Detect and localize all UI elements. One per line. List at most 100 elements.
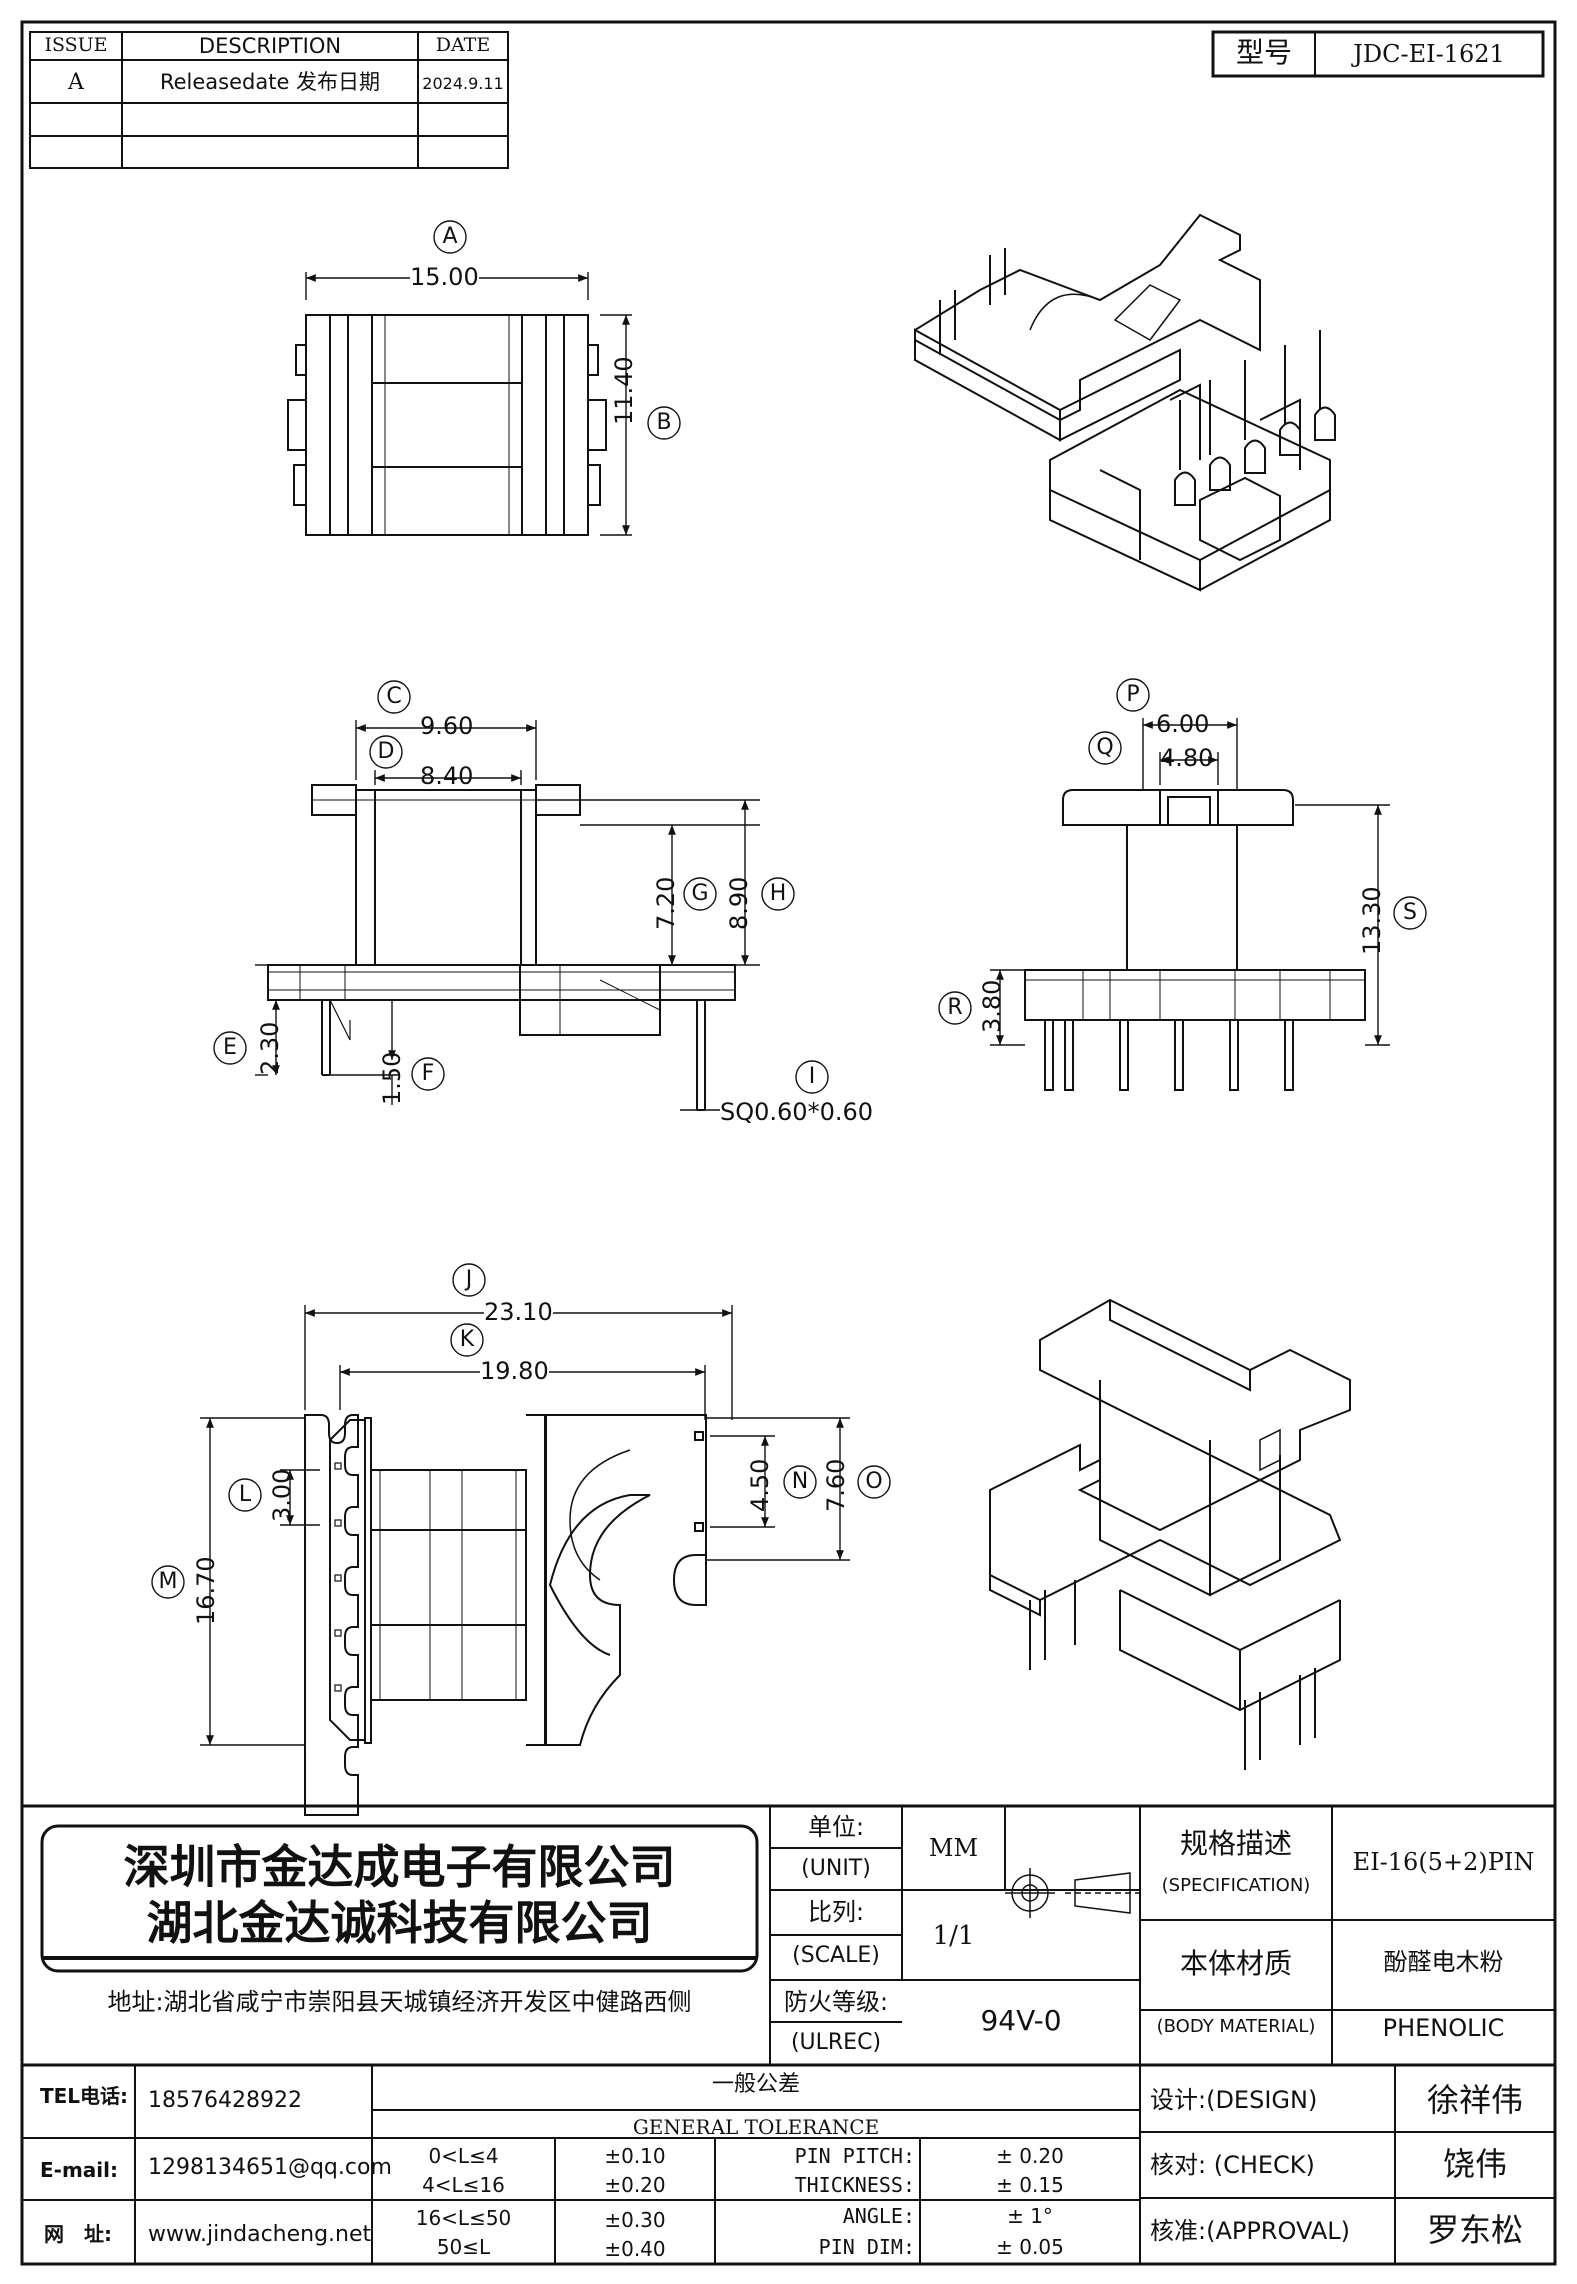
material-label-en: (BODY MATERIAL) — [1156, 2016, 1316, 2037]
scale-value: 1/1 — [932, 1921, 975, 1951]
email-label: E-mail: — [40, 2158, 119, 2182]
tolerance-item-value: ± 1° — [1007, 2204, 1053, 2228]
dim-p-value: 6.00 — [1156, 710, 1210, 738]
dim-o-value: 7.60 — [822, 1458, 850, 1512]
email-value[interactable]: 1298134651@qq.com — [148, 2155, 392, 2180]
dim-m-value: 16.70 — [192, 1556, 220, 1625]
dim-label-i: I — [808, 1064, 816, 1089]
tolerance-item-value: ± 0.20 — [996, 2144, 1064, 2168]
dim-q-value: 4.80 — [1160, 744, 1214, 772]
dim-label-e: E — [223, 1035, 237, 1060]
side-view-dims — [938, 678, 1427, 1046]
model-box-lines — [1211, 30, 1545, 78]
scale-label-cn: 比列: — [807, 1898, 865, 1926]
dim-d-value: 8.40 — [420, 762, 474, 790]
dim-h-value: 8.90 — [725, 876, 753, 930]
dim-label-k: K — [459, 1327, 475, 1352]
bottom-view — [304, 1414, 707, 1816]
dim-label-m: M — [158, 1569, 178, 1594]
dim-label-n: N — [791, 1469, 809, 1494]
side-view — [1024, 789, 1366, 1091]
dim-label-q: Q — [1096, 735, 1114, 760]
spec-label-en: (SPECIFICATION) — [1161, 1875, 1311, 1896]
dim-label-h: H — [769, 881, 787, 906]
dim-label-s: S — [1403, 900, 1417, 925]
tolerance-title-en: GENERAL TOLERANCE — [632, 2115, 880, 2139]
model-label: 型号 — [1235, 36, 1292, 69]
fire-value: 94V-0 — [980, 2004, 1062, 2037]
approval-name: 罗东松 — [1426, 2211, 1523, 2249]
tolerance-title-cn: 一般公差 — [711, 2072, 800, 2097]
dim-label-f: F — [421, 1061, 435, 1086]
tolerance-range: 50≤L — [436, 2235, 491, 2259]
dim-label-a: A — [442, 224, 458, 249]
company-name-1: 深圳市金达成电子有限公司 — [123, 1840, 676, 1894]
tolerance-item-name: THICKNESS: — [794, 2173, 915, 2197]
web-label: 网 址: — [44, 2222, 112, 2246]
projection-symbol — [1005, 1868, 1140, 1918]
company-address: 地址:湖北省咸宁市崇阳县天城镇经济开发区中健路西侧 — [107, 1988, 692, 2016]
spec-value: EI-16(5+2)PIN — [1352, 1848, 1535, 1876]
title-block-lines — [22, 1804, 1555, 2264]
tolerance-value: ±0.20 — [604, 2173, 666, 2197]
dim-n-value: 4.50 — [746, 1458, 774, 1512]
tel-label: TEL电话: — [40, 2084, 129, 2108]
revision-description: Releasedate 发布日期 — [159, 70, 381, 94]
revision-header-date: DATE — [435, 34, 491, 56]
model-value: JDC-EI-1621 — [1353, 40, 1505, 68]
fire-label-en: (ULREC) — [790, 2030, 882, 2055]
tolerance-range: 16<L≤50 — [415, 2206, 512, 2230]
dim-l-value: 3.00 — [268, 1468, 296, 1522]
unit-label-cn: 单位: — [807, 1813, 865, 1841]
design-label: 设计:(DESIGN) — [1150, 2086, 1318, 2114]
web-value[interactable]: www.jindacheng.net — [148, 2222, 372, 2247]
unit-label-en: (UNIT) — [801, 1856, 871, 1881]
dim-g-value: 7.20 — [652, 876, 680, 930]
company-name-2: 湖北金达诚科技有限公司 — [146, 1896, 653, 1950]
tolerance-item-value: ± 0.05 — [996, 2235, 1064, 2259]
revision-header-description: DESCRIPTION — [198, 34, 342, 58]
tolerance-item-name: ANGLE: — [842, 2204, 915, 2228]
dim-label-b: B — [656, 410, 672, 435]
revision-table-lines — [29, 31, 509, 169]
tolerance-item-name: PIN DIM: — [818, 2235, 915, 2259]
top-view — [287, 314, 607, 536]
dim-label-o: O — [865, 1469, 883, 1494]
dim-i-value: SQ0.60*0.60 — [720, 1098, 873, 1126]
front-view — [267, 784, 736, 1111]
scale-label-en: (SCALE) — [792, 1943, 880, 1968]
dim-label-g: G — [691, 881, 709, 906]
dim-k-value: 19.80 — [480, 1357, 549, 1385]
tolerance-item-name: PIN PITCH: — [794, 2144, 915, 2168]
revision-header-issue: ISSUE — [44, 34, 108, 56]
dim-label-l: L — [238, 1482, 252, 1507]
dim-a-value: 15.00 — [410, 263, 479, 291]
dim-label-r: R — [947, 995, 963, 1020]
tel-value: 18576428922 — [148, 2088, 302, 2113]
tolerance-item-value: ± 0.15 — [996, 2173, 1064, 2197]
material-label-cn: 本体材质 — [1179, 1947, 1292, 1980]
tolerance-value: ±0.30 — [604, 2208, 666, 2232]
dim-label-p: P — [1126, 682, 1140, 707]
fire-label-cn: 防火等级: — [783, 1988, 889, 2016]
dim-s-value: 13.30 — [1358, 886, 1386, 955]
check-label: 核对: (CHECK) — [1150, 2151, 1315, 2179]
revision-issue: A — [68, 70, 84, 95]
dim-j-value: 23.10 — [484, 1298, 553, 1326]
unit-value: MM — [928, 1834, 979, 1862]
iso-view-top-right — [914, 213, 1336, 592]
dim-c-value: 9.60 — [420, 712, 474, 740]
approval-label: 核准:(APPROVAL) — [1150, 2217, 1350, 2245]
iso-view-bottom-right — [989, 1298, 1351, 1770]
tolerance-range: 4<L≤16 — [422, 2173, 505, 2197]
revision-date: 2024.9.11 — [422, 74, 504, 93]
dim-b-value: 11.40 — [610, 356, 638, 425]
dim-f-value: 1.50 — [378, 1051, 406, 1105]
check-name: 饶伟 — [1442, 2145, 1507, 2183]
tolerance-range: 0<L≤4 — [428, 2144, 499, 2168]
tolerance-value: ±0.10 — [604, 2144, 666, 2168]
dim-e-value: 2.30 — [256, 1021, 284, 1075]
dim-r-value: 3.80 — [978, 979, 1006, 1033]
dim-label-j: J — [465, 1267, 473, 1292]
spec-label-cn: 规格描述 — [1179, 1827, 1292, 1860]
